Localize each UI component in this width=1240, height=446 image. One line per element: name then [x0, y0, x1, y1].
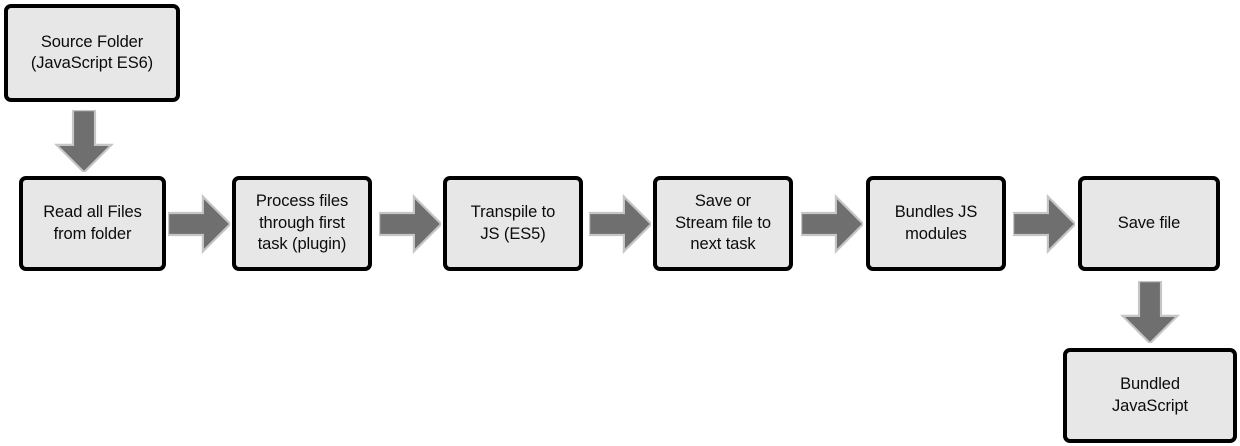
node-label-transpile-to-js-es5: Transpile to JS (ES5) — [470, 203, 556, 243]
arrow-down-icon-arrow-save-file-to-bundled — [1119, 281, 1181, 343]
node-transpile-to-js-es5: Transpile to JS (ES5) — [443, 176, 583, 271]
arrow-right-icon-arrow-bundles-to-save-file — [1013, 193, 1075, 255]
node-label-source-folder: Source Folder (JavaScript ES6) — [30, 32, 154, 72]
node-source-folder: Source Folder (JavaScript ES6) — [4, 4, 180, 102]
node-bundled-javascript: Bundled JavaScript — [1063, 348, 1237, 443]
arrow-right-icon-arrow-save-stream-to-bundles — [801, 193, 863, 255]
node-bundles-js-modules: Bundles JS modules — [866, 176, 1006, 271]
node-read-all-files: Read all Files from folder — [19, 176, 166, 271]
node-label-read-all-files: Read all Files from folder — [43, 203, 142, 243]
node-label-bundled-javascript: Bundled JavaScript — [1111, 375, 1189, 415]
arrow-right-icon-arrow-process-to-transpile — [379, 193, 441, 255]
arrow-right-icon-arrow-read-to-process — [168, 193, 230, 255]
node-label-bundles-js-modules: Bundles JS modules — [894, 203, 978, 243]
node-label-save-or-stream-file: Save or Stream file to next task — [675, 192, 771, 254]
node-save-file: Save file — [1078, 176, 1220, 271]
node-label-process-files-first-task: Process files through first task (plugin… — [255, 192, 349, 254]
arrow-right-icon-arrow-transpile-to-save-stream — [589, 193, 651, 255]
node-save-or-stream-file: Save or Stream file to next task — [653, 176, 793, 271]
arrow-down-icon-arrow-source-to-read — [53, 110, 115, 172]
node-label-save-file: Save file — [1117, 213, 1181, 232]
node-process-files-first-task: Process files through first task (plugin… — [232, 176, 372, 271]
